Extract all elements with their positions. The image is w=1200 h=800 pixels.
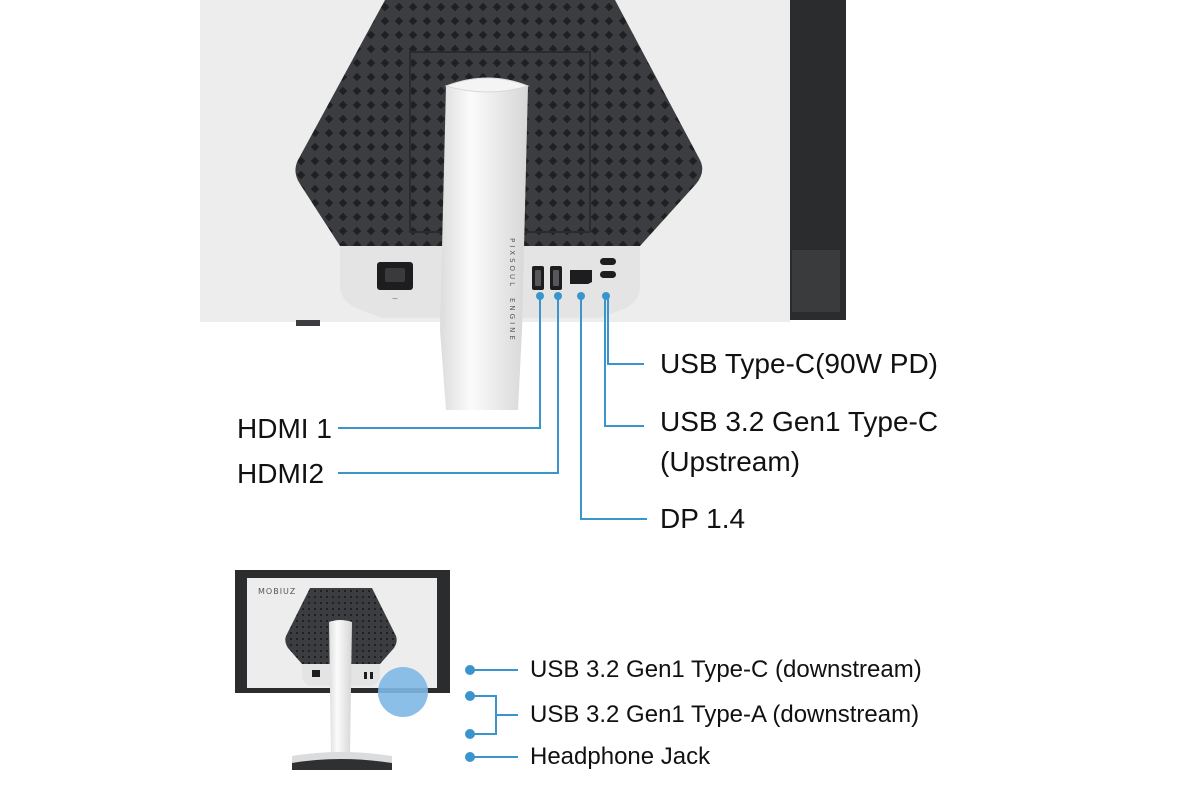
label-dp: DP 1.4 <box>660 503 746 534</box>
label-hdmi1: HDMI 1 <box>237 413 332 444</box>
leader-lines <box>338 296 647 520</box>
svg-text:~: ~ <box>392 294 399 303</box>
power-socket-icon: ~ <box>377 262 413 303</box>
label-headphone-jack: Headphone Jack <box>530 743 711 770</box>
label-usbc-downstream: USB 3.2 Gen1 Type-C (downstream) <box>530 656 922 683</box>
label-usbc-upstream: USB 3.2 Gen1 Type-C <box>660 406 939 437</box>
small-monitor-logo: MOBIUZ <box>258 587 296 596</box>
usb-c-port-icon <box>600 258 616 265</box>
stand-branding-text: ENGINE <box>508 298 516 343</box>
displayport-icon <box>570 270 592 284</box>
monitor-stand <box>440 77 530 410</box>
highlight-circle <box>378 667 428 717</box>
label-hdmi2: HDMI2 <box>237 458 325 489</box>
bottom-legend-markers <box>465 665 518 762</box>
leader-dots <box>536 292 610 300</box>
hdmi-port-icon <box>532 266 544 290</box>
hdmi-port-icon <box>550 266 562 290</box>
stand-branding-text: PIXSOUL <box>508 238 516 289</box>
label-usbc-upstream-sub: (Upstream) <box>660 446 801 477</box>
label-usbc-pd: USB Type-C(90W PD) <box>660 348 938 379</box>
usb-c-port-icon <box>600 271 616 278</box>
label-usba-downstream: USB 3.2 Gen1 Type-A (downstream) <box>530 701 920 728</box>
monitor-rear-small <box>235 570 450 770</box>
